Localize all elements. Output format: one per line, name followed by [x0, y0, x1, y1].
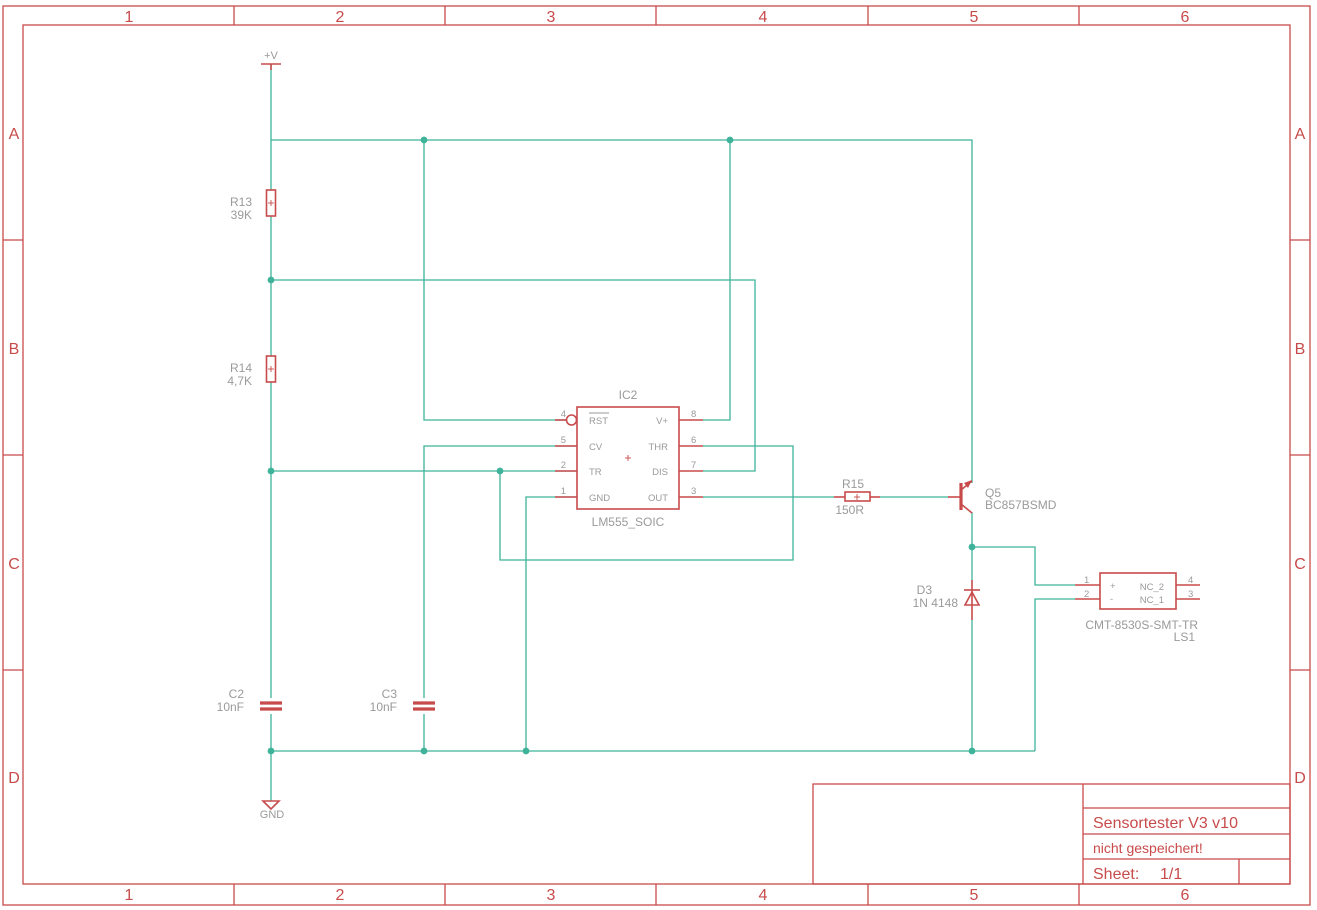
junction-dot — [267, 467, 275, 475]
frame-row-label-left: A — [9, 126, 20, 143]
junction-dot — [522, 747, 530, 755]
c3-name: C3 — [382, 687, 398, 701]
junction-dot — [267, 276, 275, 284]
junction-dot — [968, 543, 976, 551]
ic-pin-label: CV — [589, 442, 603, 453]
sheet-label: Sheet: — [1093, 866, 1139, 883]
frame-col-label-top: 3 — [547, 9, 556, 26]
ic-pin-label: V+ — [656, 416, 668, 427]
ls1-pin-number: 3 — [1188, 589, 1193, 600]
ic-pin-label: DIS — [652, 467, 668, 478]
r14-name: R14 — [230, 361, 252, 375]
junction-dot — [420, 747, 428, 755]
frame-col-label-top: 6 — [1181, 9, 1190, 26]
frame-col-label-bottom: 4 — [759, 887, 768, 904]
ic-pin-number: 7 — [691, 460, 696, 471]
frame-col-label-bottom: 5 — [970, 887, 979, 904]
resistor-r14[interactable]: R14 4,7K — [227, 355, 277, 388]
ic-pin-number: 3 — [691, 486, 696, 497]
ic-pin-number: 5 — [561, 435, 566, 446]
ground-label: GND — [260, 809, 285, 821]
frame-row-label-left: D — [8, 770, 20, 787]
ic-pin-number: 6 — [691, 435, 696, 446]
buzzer-ls1[interactable]: 1 2 + - NC_2 NC_1 4 3 CMT-8530S-SMT-TR L… — [1075, 572, 1200, 644]
r13-name: R13 — [230, 195, 252, 209]
r15-value: 150R — [835, 503, 864, 517]
ls1-pin-number: 1 — [1084, 575, 1089, 586]
frame-col-label-top: 4 — [759, 9, 768, 26]
ls1-pin-label: NC_2 — [1140, 582, 1164, 593]
junction-dot — [267, 747, 275, 755]
frame-col-label-bottom: 2 — [336, 887, 345, 904]
frame-col-label-bottom: 3 — [547, 887, 556, 904]
r15-name: R15 — [842, 477, 864, 491]
frame-row-label-left: B — [9, 341, 20, 358]
ic-pin-number: 2 — [561, 460, 566, 471]
junction-dot — [726, 136, 734, 144]
junctions — [267, 136, 976, 755]
supply-symbol[interactable]: +V — [261, 50, 281, 70]
status-text: nicht gespeichert! — [1093, 840, 1203, 856]
ic-pin-label: THR — [648, 442, 668, 453]
ls1-pin-label: NC_1 — [1140, 595, 1164, 606]
r14-value: 4,7K — [227, 374, 252, 388]
ls1-pin-label: - — [1110, 594, 1113, 605]
diode-d3[interactable]: D3 1N 4148 — [913, 580, 981, 620]
ic-pin-label: RST — [589, 416, 608, 427]
ic-pin-number: 1 — [561, 486, 566, 497]
frame-col-label-top: 1 — [125, 9, 134, 26]
ls1-name: LS1 — [1174, 630, 1196, 644]
ic-pin-label: GND — [589, 493, 610, 504]
frame-col-label-top: 2 — [336, 9, 345, 26]
ic-pin-number: 8 — [691, 409, 696, 420]
frame-row-label-right: A — [1295, 126, 1306, 143]
ic-pin-label: OUT — [648, 493, 668, 504]
sheet-value: 1/1 — [1160, 866, 1182, 883]
junction-dot — [968, 747, 976, 755]
d3-name: D3 — [917, 583, 933, 597]
supply-label: +V — [264, 50, 278, 62]
frame-row-label-right: C — [1294, 556, 1306, 573]
frame-col-label-bottom: 6 — [1181, 887, 1190, 904]
frame-col-label-bottom: 1 — [125, 887, 134, 904]
junction-dot — [496, 467, 504, 475]
d3-value: 1N 4148 — [913, 596, 959, 610]
drawing-frame — [2, 5, 1311, 906]
junction-dot — [420, 136, 428, 144]
ic-pin-number: 4 — [561, 409, 566, 420]
wires — [270, 64, 1075, 801]
ic-value: LM555_SOIC — [592, 515, 665, 529]
ic-lm555[interactable]: IC2 LM555_SOIC 4 5 2 1 RST CV TR GND 8 6… — [555, 388, 703, 529]
ls1-pin-label: + — [1110, 581, 1116, 592]
ls1-value: CMT-8530S-SMT-TR — [1085, 618, 1198, 632]
frame-row-label-left: C — [8, 556, 20, 573]
r13-value: 39K — [231, 208, 252, 222]
ic-pin-label: TR — [589, 467, 602, 478]
frame-col-label-top: 5 — [970, 9, 979, 26]
capacitor-c3[interactable]: C3 10nF — [370, 687, 435, 714]
ic-name: IC2 — [619, 388, 638, 402]
frame-row-label-right: B — [1295, 341, 1306, 358]
c3-value: 10nF — [370, 700, 397, 714]
c2-value: 10nF — [217, 700, 244, 714]
q5-value: BC857BSMD — [985, 498, 1057, 512]
title-block: Sensortester V3 v10 nicht gespeichert! S… — [812, 783, 1291, 885]
resistor-r15[interactable]: R15 150R — [834, 477, 880, 517]
transistor-q5[interactable]: Q5 BC857BSMD — [948, 480, 1057, 514]
ground-symbol[interactable]: GND — [260, 800, 285, 821]
c2-name: C2 — [229, 687, 245, 701]
title-text: Sensortester V3 v10 — [1093, 815, 1238, 832]
q5-name: Q5 — [985, 486, 1001, 500]
resistor-r13[interactable]: R13 39K — [230, 189, 277, 222]
frame-row-label-right: D — [1294, 770, 1306, 787]
ls1-pin-number: 4 — [1188, 575, 1193, 586]
capacitor-c2[interactable]: C2 10nF — [217, 687, 282, 714]
ls1-pin-number: 2 — [1084, 589, 1089, 600]
